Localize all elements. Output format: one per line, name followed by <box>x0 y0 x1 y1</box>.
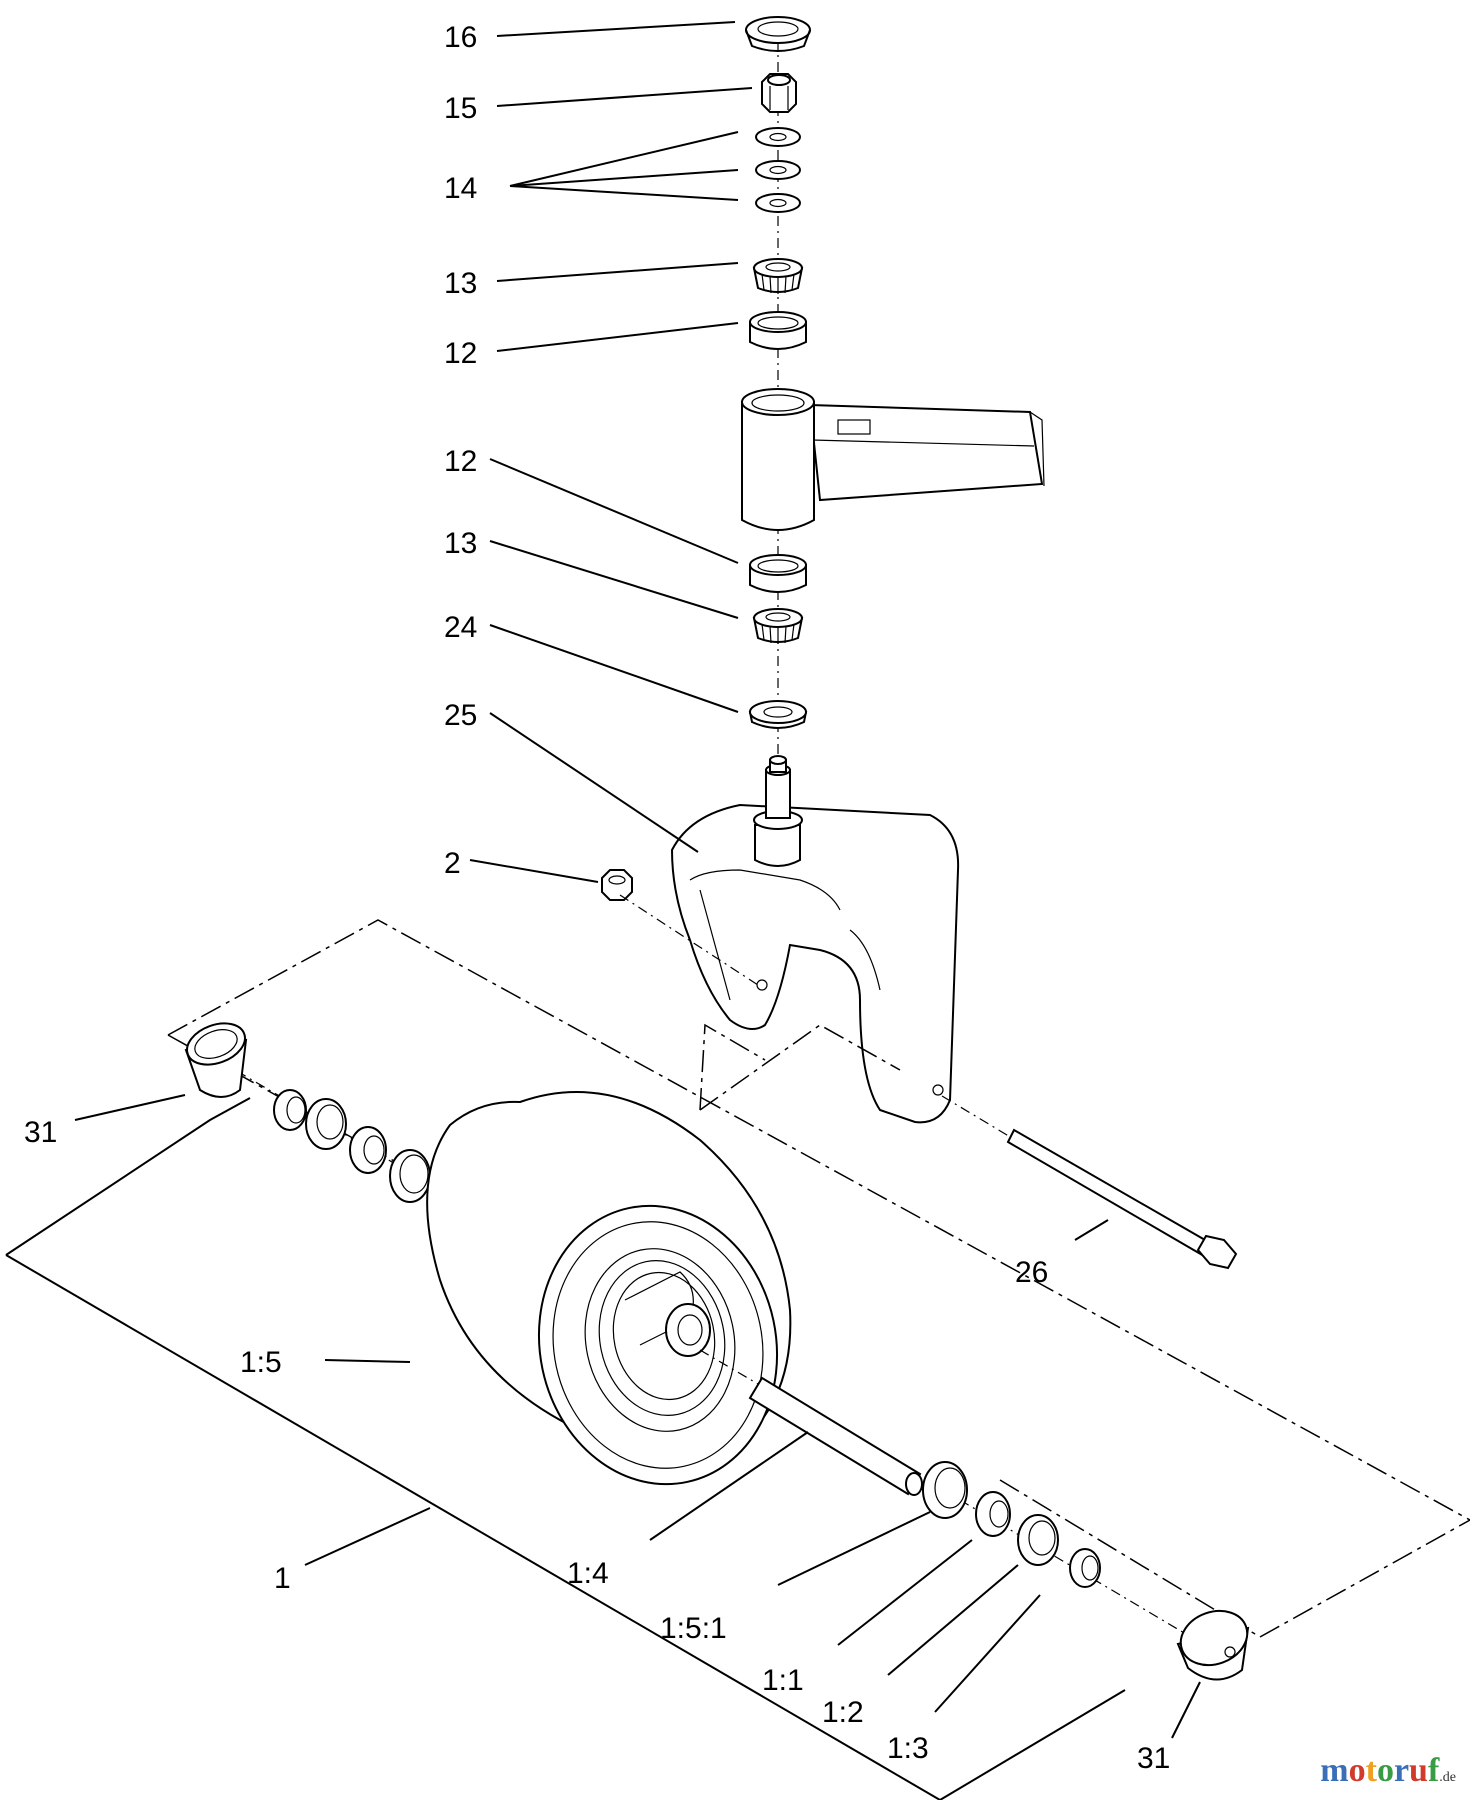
phantom-outline-bottom <box>999 1479 1261 1638</box>
label-31-left: 31 <box>24 1116 57 1149</box>
assembly-bracket-top <box>5 1097 251 1256</box>
label-1-2: 1:2 <box>822 1696 864 1729</box>
lock-nut-part <box>601 869 633 901</box>
leader-16 <box>496 21 736 37</box>
seal-part <box>748 700 808 729</box>
left-hub-cap-part <box>184 1022 248 1098</box>
leader-31b <box>1171 1681 1201 1739</box>
label-15: 15 <box>444 92 477 125</box>
right-bearing-part <box>1017 1514 1059 1566</box>
watermark-logo: motoruf.de <box>1320 1752 1456 1790</box>
leader-15 <box>496 87 753 107</box>
spindle-part <box>765 755 791 819</box>
nut-axis-line <box>619 894 759 986</box>
left-spacer-part <box>273 1089 307 1131</box>
leader-12b <box>489 458 739 564</box>
label-25: 25 <box>444 699 477 732</box>
label-13-upper: 13 <box>444 267 477 300</box>
bolt-axis-line <box>941 1095 1013 1139</box>
label-24: 24 <box>444 611 477 644</box>
leader-1-4 <box>649 1431 809 1541</box>
leader-1-5 <box>324 1359 411 1363</box>
dust-cap-part <box>745 16 811 52</box>
nut-part <box>761 73 797 113</box>
axle-tube-part <box>748 1376 923 1496</box>
assembly-bracket-bottom <box>5 1254 941 1800</box>
leader-26 <box>1074 1219 1109 1241</box>
lower-bearing-cup-part <box>749 554 807 593</box>
label-1-1: 1:1 <box>762 1664 804 1697</box>
leader-1-3 <box>934 1594 1041 1713</box>
leader-12a <box>496 322 739 352</box>
label-26: 26 <box>1015 1256 1048 1289</box>
phantom-outline-mid <box>699 1023 766 1111</box>
left-bearing-part <box>305 1098 347 1150</box>
right-hub-cap-part <box>1176 1609 1250 1681</box>
label-12-lower: 12 <box>444 445 477 478</box>
leader-1 <box>304 1507 431 1566</box>
watermark-letters: motoruf <box>1320 1752 1439 1789</box>
label-1-3: 1:3 <box>887 1732 929 1765</box>
leader-1-1 <box>837 1539 973 1646</box>
leader-13a <box>496 262 739 282</box>
leader-31a <box>74 1094 186 1121</box>
leader-1-2 <box>887 1564 1019 1676</box>
label-31-right: 31 <box>1137 1742 1170 1775</box>
label-1-5: 1:5 <box>240 1346 282 1379</box>
label-14: 14 <box>444 172 477 205</box>
leader-25 <box>489 712 699 853</box>
watermark-letter: r <box>1393 1752 1410 1789</box>
leader-14c <box>509 185 739 201</box>
watermark-letter: f <box>1427 1752 1440 1789</box>
leader-24 <box>489 624 739 713</box>
watermark-letter: o <box>1376 1752 1394 1789</box>
right-bearing-cup-part <box>922 1461 968 1519</box>
phantom-outline-top <box>167 919 1470 1521</box>
right-spacer-2-part <box>1069 1548 1101 1588</box>
caster-housing-part <box>741 388 1045 531</box>
watermark-letter: m <box>1320 1752 1349 1789</box>
caster-fork-part <box>670 803 960 1124</box>
wheel-tire-part <box>426 1091 792 1486</box>
upper-bearing-cup-part <box>749 311 807 350</box>
axle-bolt-part <box>1006 1128 1238 1270</box>
leader-1-5-1 <box>777 1511 931 1586</box>
left-bearing-cup-part <box>389 1149 431 1203</box>
washer-stack-part <box>755 127 801 213</box>
leader-14a <box>509 131 739 187</box>
label-13-lower: 13 <box>444 527 477 560</box>
leader-14b <box>509 169 739 187</box>
watermark-letter: t <box>1365 1752 1377 1789</box>
leader-13b <box>489 540 739 619</box>
label-1-4: 1:4 <box>567 1557 609 1590</box>
leader-2 <box>469 859 599 883</box>
left-spacer-2-part <box>349 1126 387 1174</box>
phantom-outline-mid2 <box>699 1024 901 1111</box>
label-2: 2 <box>444 847 461 880</box>
watermark-letter: u <box>1409 1752 1428 1789</box>
lower-roller-bearing-part <box>752 608 804 644</box>
label-1: 1 <box>274 1562 291 1595</box>
watermark-letter: o <box>1348 1752 1366 1789</box>
label-16: 16 <box>444 21 477 54</box>
watermark-suffix: .de <box>1439 1770 1456 1785</box>
right-spacer-part <box>975 1491 1011 1537</box>
upper-roller-bearing-part <box>752 258 804 294</box>
assembly-bracket-right <box>939 1689 1126 1800</box>
label-12-upper: 12 <box>444 337 477 370</box>
phantom-outline-right <box>1259 1519 1470 1638</box>
label-1-5-1: 1:5:1 <box>660 1612 727 1645</box>
